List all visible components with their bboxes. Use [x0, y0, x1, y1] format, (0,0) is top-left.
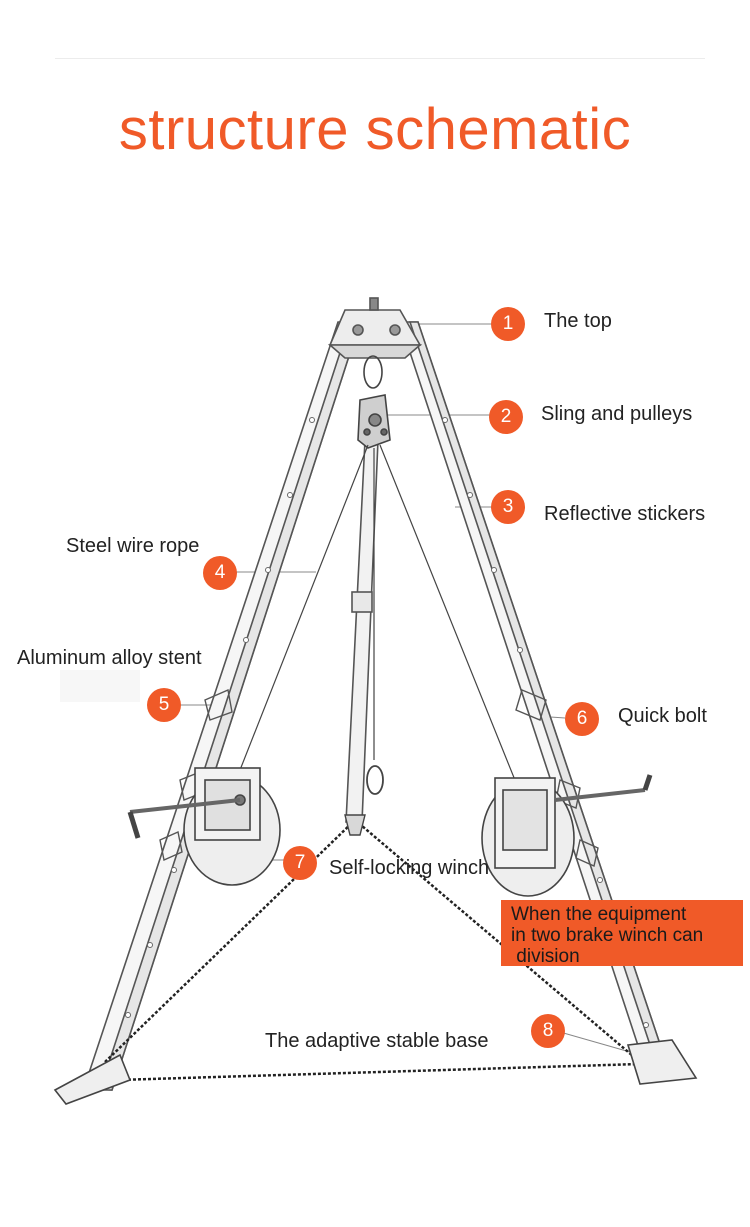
wire-ropes — [239, 444, 526, 806]
pulley — [357, 355, 391, 449]
label-backdrop — [60, 670, 140, 702]
callout-4-badge: 4 — [203, 556, 237, 590]
winch-note-box: When the equipment in two brake winch ca… — [501, 900, 743, 967]
winch-note-line-1: When the equipment — [511, 904, 687, 925]
callout-3-badge: 3 — [491, 490, 525, 524]
right-winch — [481, 774, 653, 897]
callout-5-badge: 5 — [147, 688, 181, 722]
callout-8-badge: 8 — [531, 1014, 565, 1048]
left-foot — [53, 1053, 132, 1105]
callout-7-badge: 7 — [283, 846, 317, 880]
callout-2-label: Sling and pulleys — [541, 403, 693, 425]
left-winch — [127, 767, 281, 886]
right-foot — [626, 1039, 698, 1085]
callout-2-badge: 2 — [489, 400, 523, 434]
tripod-head — [327, 297, 423, 359]
callout-6-badge: 6 — [565, 702, 599, 736]
hook — [366, 765, 384, 795]
right-leg — [398, 321, 674, 1083]
center-leg — [345, 439, 379, 823]
winch-note-line-3: division — [511, 946, 580, 967]
callout-1-label: The top — [544, 310, 612, 332]
callout-4-label: Steel wire rope — [66, 535, 200, 557]
callout-5-label: Aluminum alloy stent — [17, 647, 202, 669]
callout-6-label: Quick bolt — [618, 705, 707, 727]
left-leg — [82, 321, 362, 1091]
callout-1-badge: 1 — [491, 307, 525, 341]
callout-8-label: The adaptive stable base — [265, 1030, 489, 1052]
chain-hub — [344, 814, 366, 836]
top-divider — [55, 58, 705, 59]
callout-3-label: Reflective stickers — [544, 503, 706, 525]
callout-7-label: Self-locking winch — [329, 857, 490, 879]
page-title: structure schematic — [118, 97, 632, 162]
winch-note-line-2: in two brake winch can — [511, 925, 704, 946]
